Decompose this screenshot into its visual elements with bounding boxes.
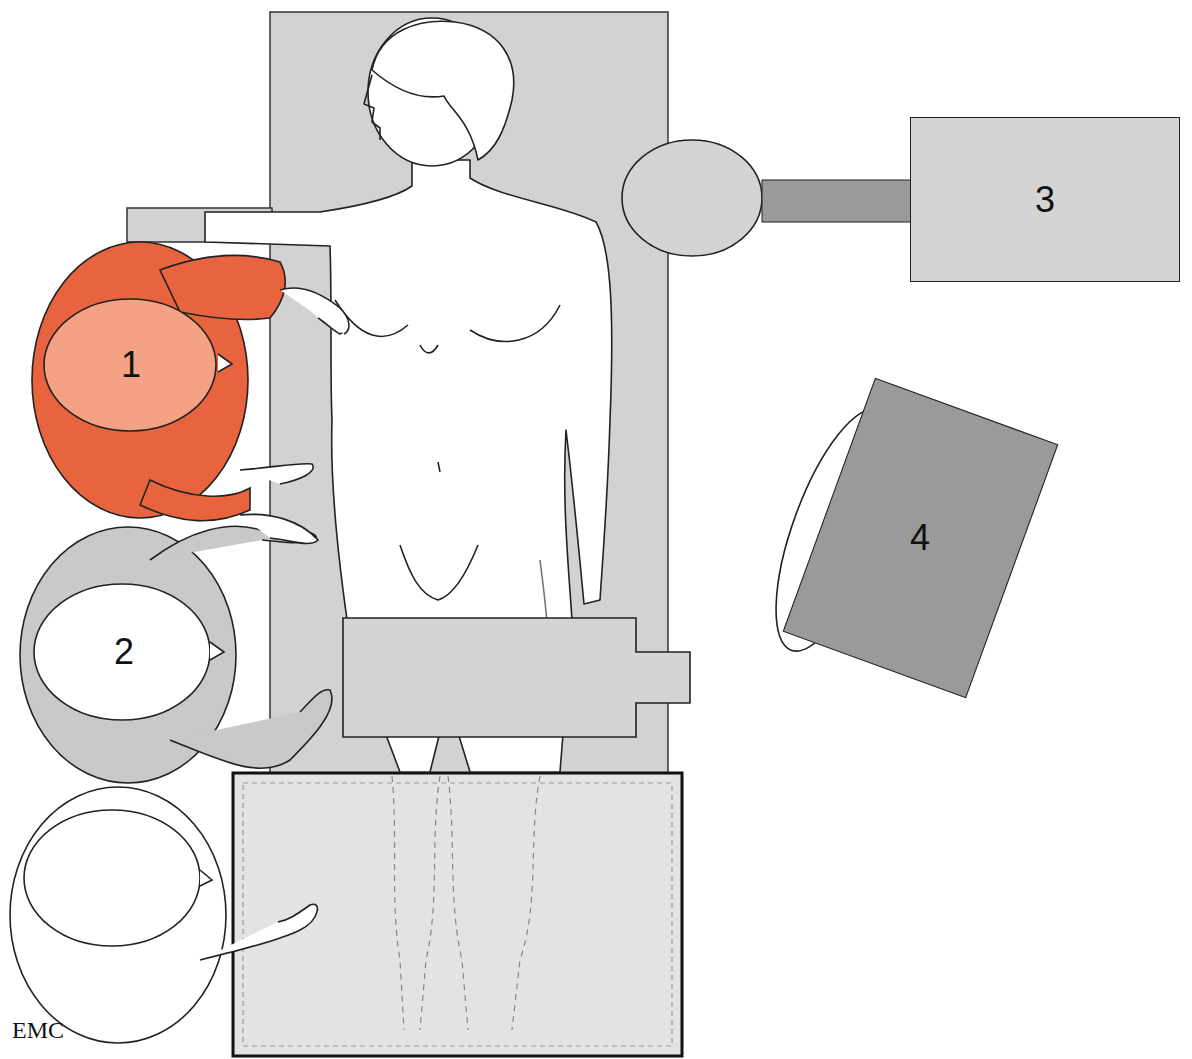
imaging-block: [343, 618, 690, 737]
signature: EMC: [12, 1017, 64, 1043]
surgeon-figure: [32, 242, 349, 543]
column-head: [622, 140, 762, 256]
equipment-box: 3: [910, 117, 1180, 282]
assistant-figure: [20, 526, 332, 783]
legs-dashed: [392, 776, 540, 1030]
callout-number: 2: [114, 632, 134, 672]
monitor-box: 4: [783, 378, 1059, 698]
callout-number: 1: [121, 345, 141, 385]
callout-number: 4: [910, 518, 930, 558]
callout-number: 3: [1035, 180, 1055, 220]
assistant-figure: [10, 787, 317, 1043]
column-arm: [762, 180, 912, 222]
